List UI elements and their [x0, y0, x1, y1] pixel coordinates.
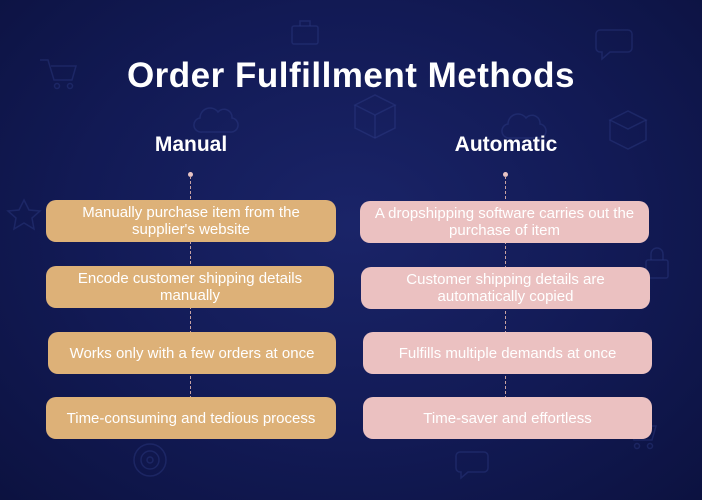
star-icon — [6, 198, 42, 231]
manual-step-2: Encode customer shipping details manuall… — [46, 266, 334, 308]
manual-step-4: Time-consuming and tedious process — [46, 397, 336, 439]
chat-icon — [455, 451, 489, 480]
manual-step-3: Works only with a few orders at once — [48, 332, 336, 374]
target-icon — [133, 443, 167, 477]
cloud-icon — [501, 113, 547, 139]
box-icon — [353, 94, 397, 139]
automatic-step-2: Customer shipping details are automatica… — [361, 267, 650, 309]
cloud-icon — [193, 107, 239, 133]
cart-icon — [40, 59, 77, 90]
page-title: Order Fulfillment Methods — [126, 56, 576, 95]
box-icon — [608, 110, 648, 150]
manual-heading: Manual — [154, 133, 228, 156]
manual-step-1: Manually purchase item from the supplier… — [46, 200, 336, 242]
automatic-step-4: Time-saver and effortless — [363, 397, 652, 439]
manual-connector-dot — [188, 172, 193, 177]
briefcase-icon — [291, 20, 319, 45]
automatic-connector-dot — [503, 172, 508, 177]
automatic-step-3: Fulfills multiple demands at once — [363, 332, 652, 374]
chat-icon — [595, 29, 633, 61]
automatic-step-1: A dropshipping software carries out the … — [360, 201, 649, 243]
automatic-heading: Automatic — [454, 133, 558, 156]
